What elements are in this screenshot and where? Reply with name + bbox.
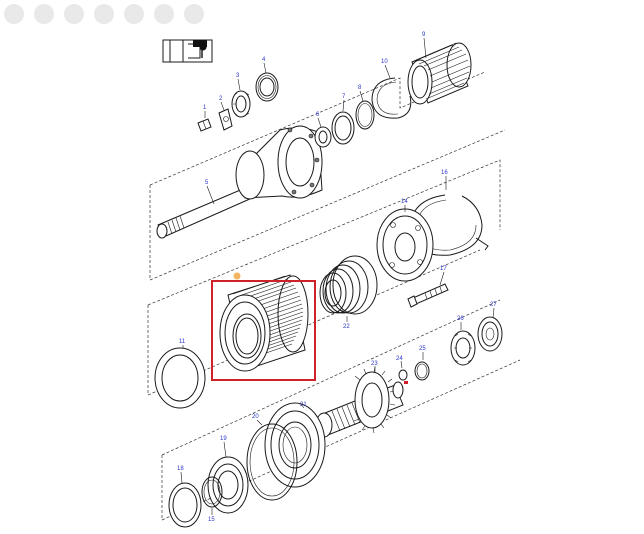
- part-7-ring: [331, 111, 355, 145]
- clutch-plates: [232, 275, 304, 363]
- leader-lines: [180, 37, 495, 515]
- label-part-23: 23: [371, 361, 378, 367]
- part-15-o-ring: [201, 476, 223, 508]
- part-10-circlip: [371, 77, 412, 119]
- label-part-11: 11: [179, 339, 186, 345]
- part-3-bearing: [231, 90, 251, 118]
- part-1-bolt: [197, 118, 212, 132]
- part-18-ring: [168, 482, 202, 528]
- part-23-gear-shaft: [315, 366, 404, 438]
- part-number-labels: 1 2 3 4 5 6 7 8 10 9 16 14 17 22 11 23 2…: [177, 32, 497, 523]
- part-27-seal-cap: [477, 316, 503, 352]
- part-25-o-ring: [414, 361, 430, 381]
- label-part-19: 19: [220, 436, 227, 442]
- part-2-tab-washer: [218, 108, 233, 131]
- label-part-1: 1: [203, 105, 207, 111]
- part-22-spring: [319, 255, 378, 315]
- label-part-17: 17: [440, 266, 447, 272]
- part-6-bearing: [314, 126, 332, 148]
- part-11-ring: [154, 347, 206, 409]
- label-part-27: 27: [490, 302, 497, 308]
- part-14-piston-plate: [376, 208, 434, 282]
- label-part-7: 7: [342, 94, 346, 100]
- label-part-4: 4: [262, 57, 266, 63]
- label-part-24: 24: [396, 356, 403, 362]
- label-part-3: 3: [236, 73, 240, 79]
- label-part-20: 20: [252, 414, 259, 420]
- part-9-gear-drum: [407, 42, 472, 105]
- part-17-bolt: [407, 283, 449, 308]
- part-19-seal-plate: [207, 456, 249, 514]
- part-4-bearing: [255, 72, 279, 102]
- assembly-outline-middle: [147, 159, 501, 396]
- faint-top-decoration: [4, 4, 204, 24]
- part-24-pin: [398, 369, 408, 384]
- label-part-9: 9: [422, 32, 426, 38]
- assembly-outline-upper: [149, 71, 506, 281]
- label-part-22: 22: [343, 324, 350, 330]
- label-part-15: 15: [208, 517, 215, 523]
- part-5-input-shaft: [156, 125, 323, 239]
- clutch-pack: [219, 272, 309, 372]
- label-part-25: 25: [419, 346, 426, 352]
- label-part-10: 10: [381, 59, 388, 65]
- label-part-5: 5: [205, 180, 209, 186]
- label-part-2: 2: [219, 96, 223, 102]
- part-20-ring: [246, 423, 298, 501]
- label-part-18: 18: [177, 466, 184, 472]
- label-part-26: 26: [457, 316, 464, 322]
- label-part-21: 21: [300, 402, 307, 408]
- highlight-frame: [211, 280, 316, 381]
- label-part-6: 6: [316, 112, 320, 118]
- part-26-bearing: [450, 330, 476, 366]
- label-part-8: 8: [358, 85, 362, 91]
- location-reference-icon: [162, 39, 213, 63]
- label-part-14: 14: [401, 199, 408, 205]
- label-part-16: 16: [441, 170, 448, 176]
- part-8-snap-ring: [355, 100, 375, 130]
- part-21-housing: [264, 402, 326, 488]
